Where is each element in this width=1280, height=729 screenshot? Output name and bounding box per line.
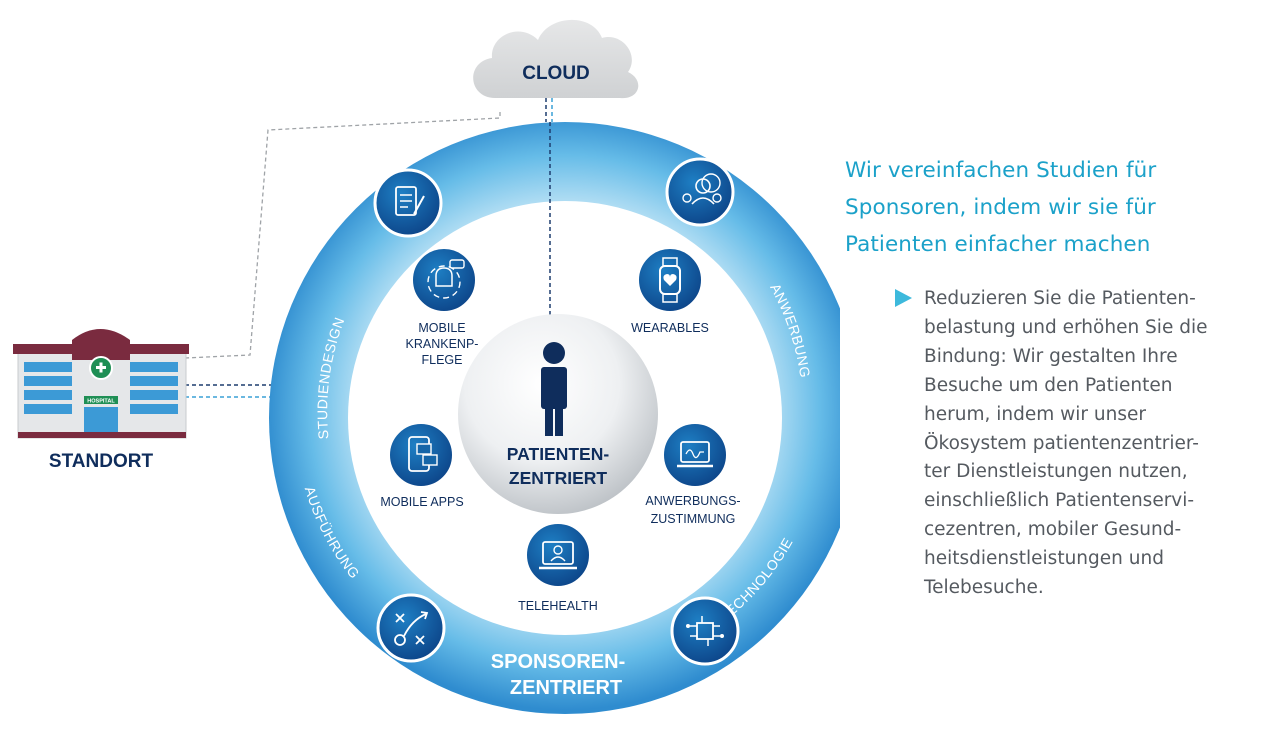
patient-centered-line1: PATIENTEN- <box>507 444 610 464</box>
cloud: CLOUD <box>473 19 639 99</box>
recruitment-icon <box>665 157 735 227</box>
telehealth-icon <box>525 522 591 588</box>
mobile-care-label-line3: FLEGE <box>422 353 463 367</box>
cloud-site-connector <box>184 112 501 359</box>
wearables-icon <box>637 247 703 313</box>
cloud-icon <box>473 19 639 99</box>
sponsor-centered-line2: ZENTRIERT <box>510 677 622 699</box>
sponsor-centered-line1: SPONSOREN- <box>491 651 625 673</box>
consent-label-line1: ANWERBUNGS- <box>645 494 740 508</box>
execution-icon <box>376 593 446 663</box>
hospital-sign: HOSPITAL <box>87 399 115 405</box>
bullet-text: Reduzieren Sie die Patienten- belastung … <box>924 288 1208 599</box>
mobile-apps-label: MOBILE APPS <box>380 495 463 509</box>
mobile-care-label-line2: KRANKENP- <box>406 337 479 351</box>
cloud-label: CLOUD <box>522 63 590 84</box>
patient-figure-icon <box>541 342 567 436</box>
technology-icon <box>670 596 740 666</box>
mobile-care-label-line1: MOBILE <box>418 321 465 335</box>
site-label: STANDORT <box>49 451 154 472</box>
hospital-building: HOSPITAL <box>13 329 189 439</box>
mobile-apps-icon <box>388 422 454 488</box>
triangle-bullet-icon <box>895 289 912 307</box>
consent-label-line2: ZUSTIMMUNG <box>651 512 736 526</box>
wearables-label: WEARABLES <box>631 321 709 335</box>
consent-icon <box>662 422 728 488</box>
right-panel: Wir vereinfachen Studien für Sponsoren, … <box>845 152 1265 598</box>
headline: Wir vereinfachen Studien für Sponsoren, … <box>845 158 1157 257</box>
patient-centered-line2: ZENTRIERT <box>509 468 608 488</box>
ecosystem-diagram: CLOUD HOSPITAL STANDORT STUDIENDESIGN AN… <box>13 19 840 714</box>
study-design-icon <box>373 168 443 238</box>
telehealth-label: TELEHEALTH <box>518 599 598 613</box>
mobile-care-icon <box>411 247 477 313</box>
